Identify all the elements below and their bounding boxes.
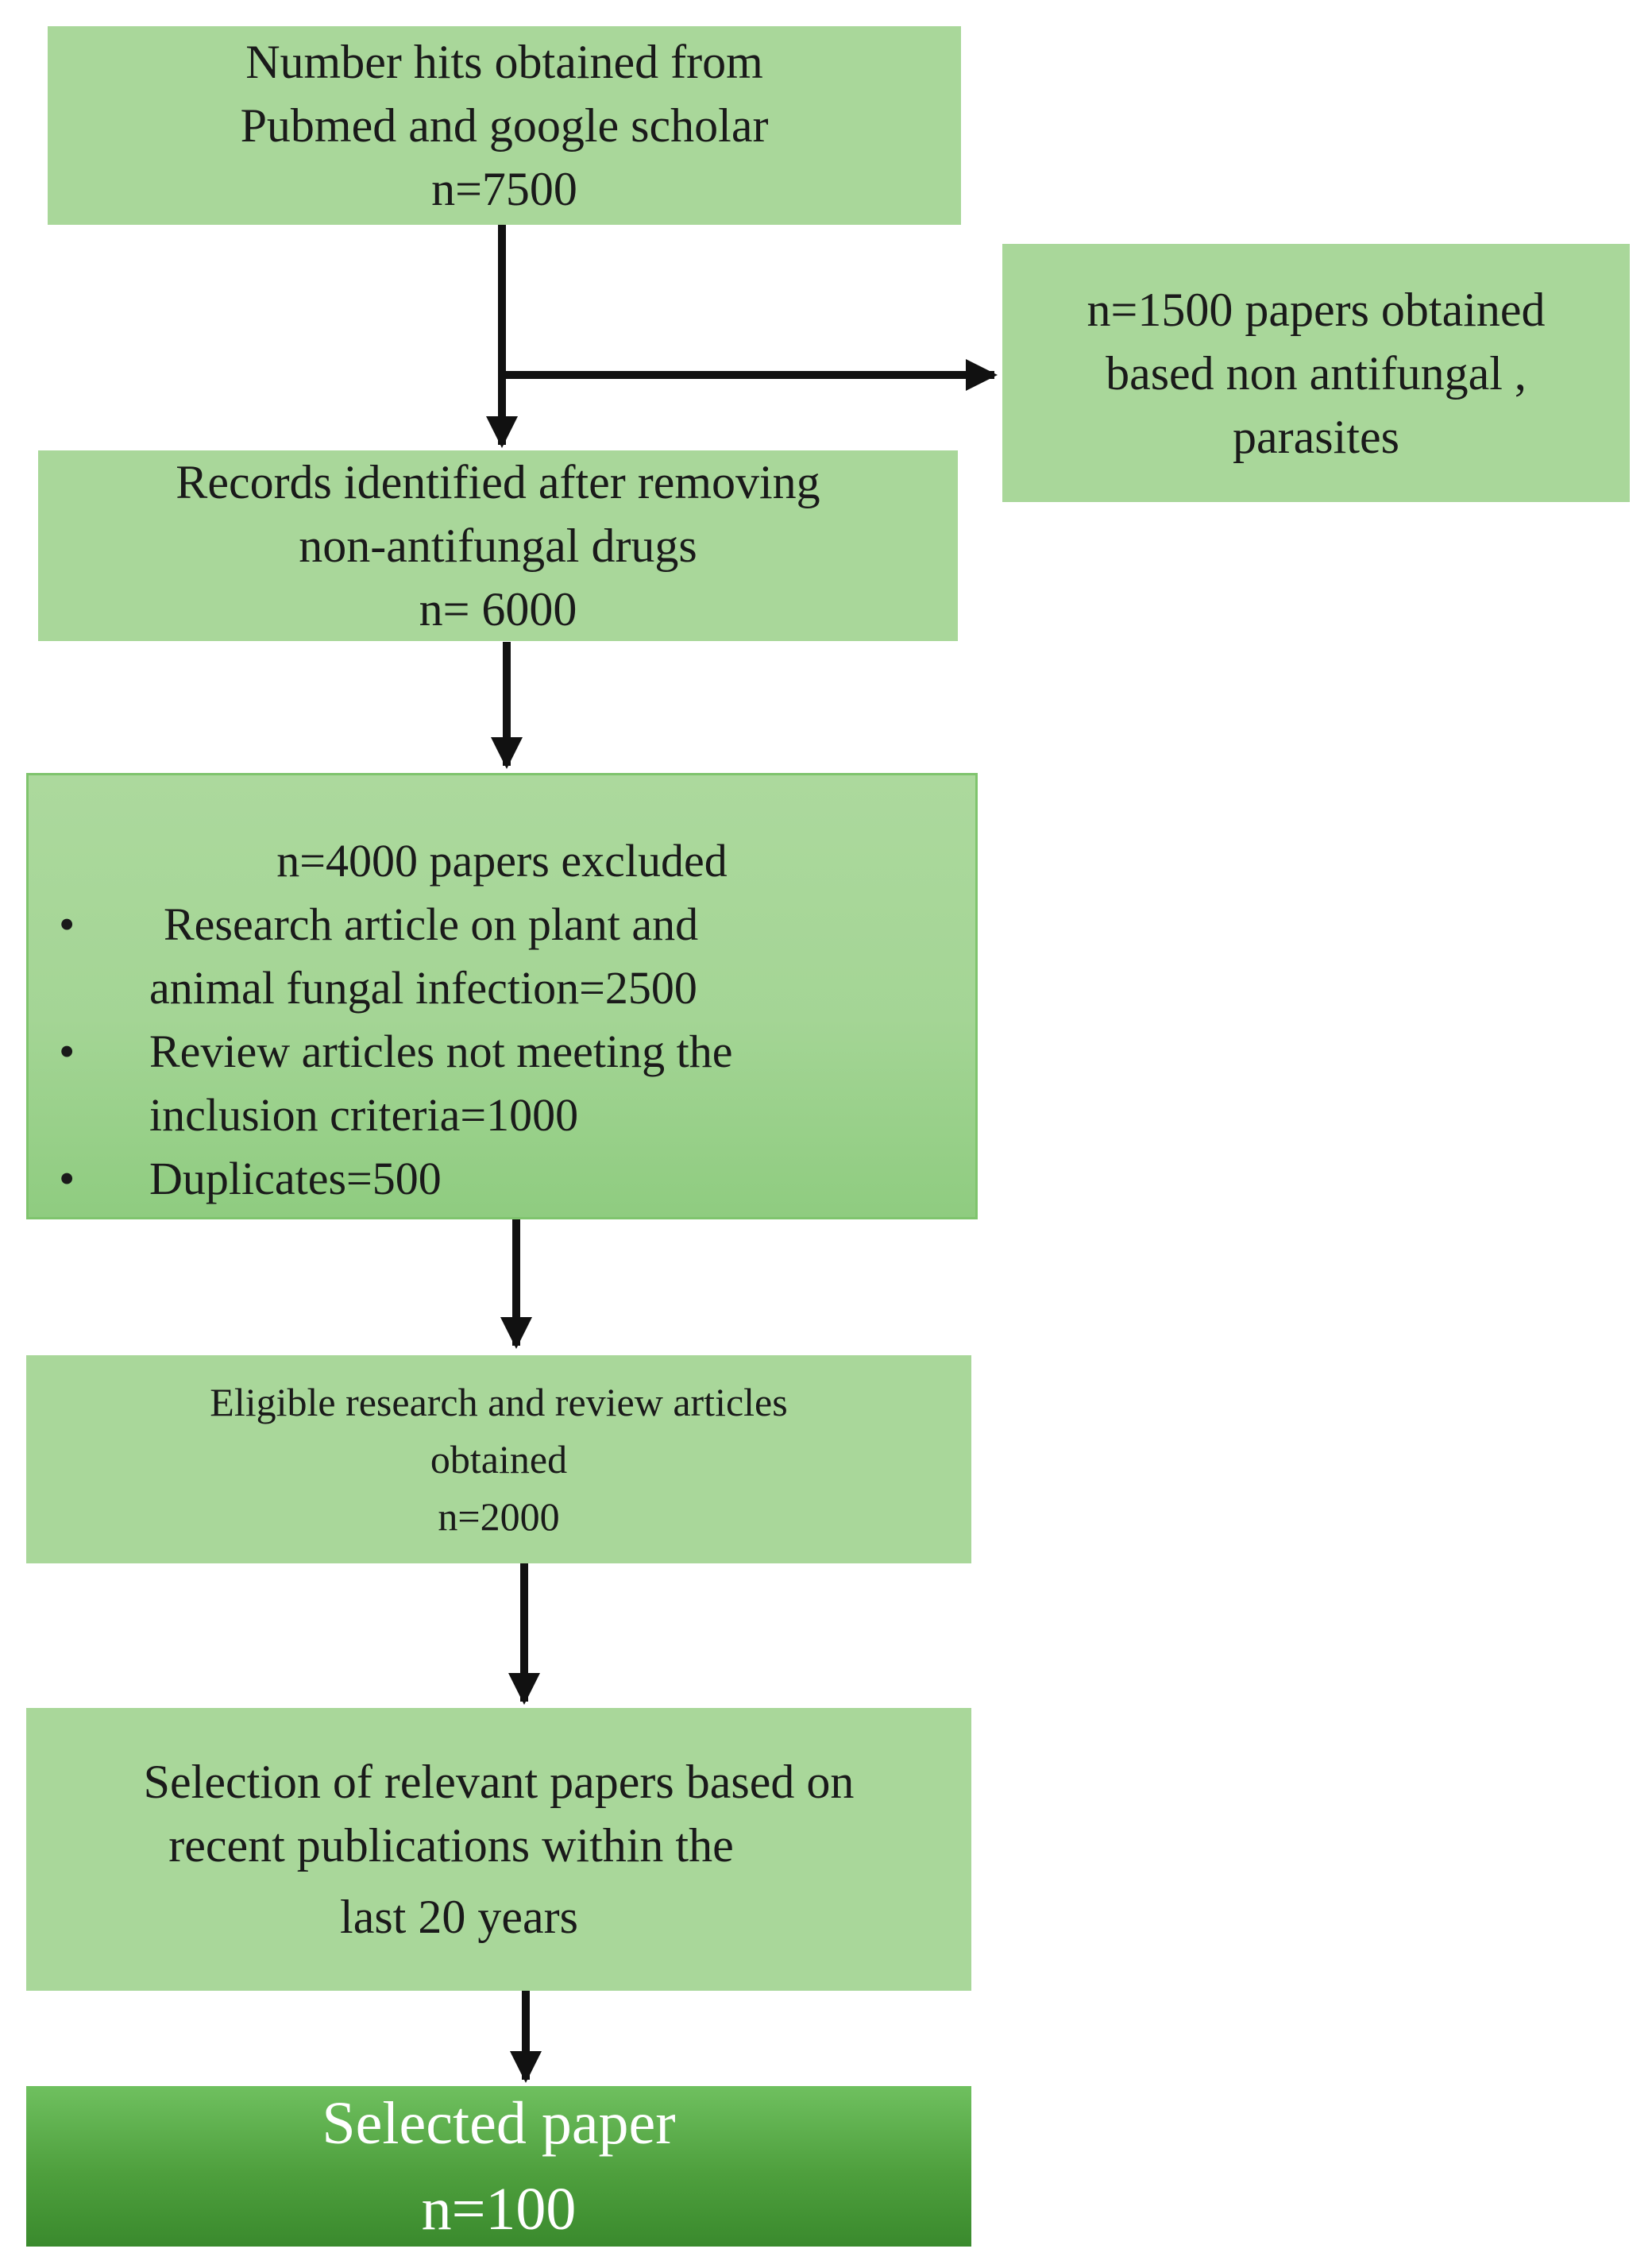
exclusion-item-3-line-1: Duplicates=500 (149, 1153, 442, 1204)
records-box: Records identified after removing non-an… (38, 450, 958, 641)
identification-line-1: Number hits obtained from (245, 36, 763, 88)
exclusion-item-1-line-1: Research article on plant and (164, 898, 699, 950)
eligible-line-1: Eligible research and review articles (210, 1380, 788, 1424)
eligible-line-2: obtained (430, 1437, 568, 1482)
selection-line-2: recent publications within the (168, 1819, 734, 1872)
bullet-icon: • (59, 898, 75, 950)
records-line-1: Records identified after removing (176, 456, 820, 508)
exclusion-item-duplicates: • Duplicates=500 (29, 1147, 975, 1211)
exclusions-box: n=4000 papers excluded • Research articl… (26, 773, 978, 1219)
side-exclusion-line-2: based non antifungal , (1106, 346, 1527, 400)
exclusion-item-2-line-2: inclusion criteria=1000 (149, 1089, 579, 1141)
identification-line-2: Pubmed and google scholar (240, 99, 769, 152)
selection-line-3: last 20 years (340, 1891, 578, 1943)
bullet-icon: • (59, 1153, 75, 1204)
selected-paper-box: Selected paper n=100 (26, 2086, 971, 2247)
eligible-box: Eligible research and review articles ob… (26, 1355, 971, 1563)
side-exclusion-line-1: n=1500 papers obtained (1087, 283, 1546, 336)
selection-line-1: Selection of relevant papers based on (143, 1756, 855, 1808)
exclusion-item-2-line-1: Review articles not meeting the (149, 1026, 733, 1077)
identification-box: Number hits obtained from Pubmed and goo… (48, 26, 961, 225)
side-exclusion-line-3: parasites (1233, 410, 1399, 463)
exclusion-item-plant-animal: • Research article on plant and animal f… (29, 893, 975, 1020)
selected-paper-count: n=100 (421, 2176, 577, 2243)
identification-count: n=7500 (431, 163, 577, 215)
side-exclusion-box: n=1500 papers obtained based non antifun… (1002, 244, 1630, 502)
exclusions-heading: n=4000 papers excluded (276, 835, 728, 887)
exclusion-item-reviews: • Review articles not meeting the inclus… (29, 1020, 975, 1147)
records-line-2: non-antifungal drugs (299, 520, 697, 572)
records-count: n= 6000 (419, 583, 577, 636)
selected-paper-title: Selected paper (322, 2090, 676, 2157)
selection-box: Selection of relevant papers based on re… (26, 1708, 971, 1991)
eligible-count: n=2000 (438, 1494, 560, 1539)
bullet-icon: • (59, 1026, 75, 1077)
exclusion-item-1-line-2: animal fungal infection=2500 (149, 962, 697, 1014)
